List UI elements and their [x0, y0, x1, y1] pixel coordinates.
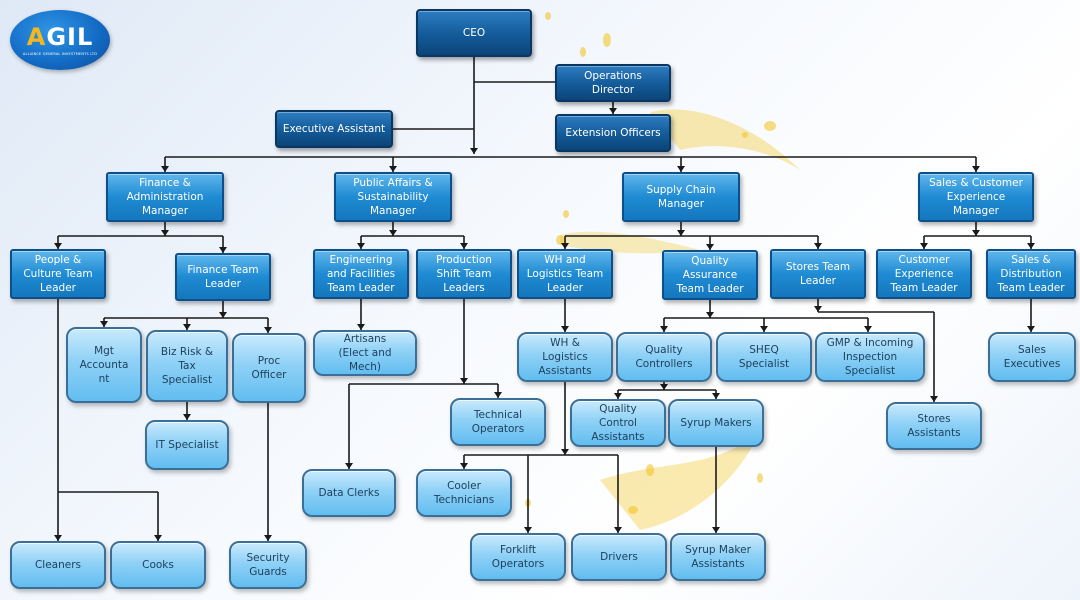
node-stores-assistants: Stores Assistants [886, 402, 982, 450]
node-wh-logistics-tl: WH and Logistics Team Leader [517, 249, 613, 299]
arrowhead [706, 312, 714, 318]
arrowhead [389, 230, 397, 236]
node-drivers: Drivers [571, 533, 667, 581]
node-ops-director: Operations Director [555, 64, 671, 102]
arrowhead [561, 449, 569, 455]
node-production-shift-tl: Production Shift Team Leaders [416, 249, 512, 299]
node-sales-executives: Sales Executives [988, 332, 1076, 382]
node-eng-facilities-tl: Engineering and Facilities Team Leader [313, 249, 409, 299]
arrowhead [972, 230, 980, 236]
node-sheq-specialist: SHEQ Specialist [716, 332, 812, 382]
node-cleaners: Cleaners [10, 541, 106, 589]
arrowhead [814, 306, 822, 312]
node-people-culture-tl: People & Culture Team Leader [10, 249, 106, 299]
node-finance-admin-mgr: Finance & Administration Manager [106, 172, 224, 222]
node-artisans: Artisans (Elect and Mech) [313, 330, 417, 376]
node-public-affairs-mgr: Public Affairs & Sustainability Manager [334, 172, 452, 222]
node-mgt-accountant: Mgt Accounta nt [66, 327, 142, 403]
arrowhead [219, 312, 227, 318]
node-proc-officer: Proc Officer [232, 333, 306, 403]
node-syrup-maker-assistants: Syrup Maker Assistants [670, 533, 766, 581]
node-it-specialist: IT Specialist [145, 420, 229, 470]
node-sales-distribution-tl: Sales & Distribution Team Leader [986, 249, 1076, 299]
node-customer-experience-tl: Customer Experience Team Leader [876, 249, 972, 299]
node-syrup-makers: Syrup Makers [668, 399, 764, 447]
arrowhead [161, 230, 169, 236]
arrowhead [660, 384, 668, 390]
node-sales-cx-mgr: Sales & Customer Experience Manager [918, 172, 1034, 222]
node-finance-tl: Finance Team Leader [175, 253, 271, 301]
node-extension-officers: Extension Officers [555, 114, 671, 152]
node-forklift-operators: Forklift Operators [470, 533, 566, 581]
node-quality-control-assistants: Quality Control Assistants [570, 399, 666, 447]
node-biz-risk-tax: Biz Risk & Tax Specialist [146, 330, 228, 402]
node-wh-logistics-assistants: WH & Logistics Assistants [517, 332, 613, 382]
node-data-clerks: Data Clerks [302, 469, 396, 517]
node-security-guards: Security Guards [229, 541, 307, 589]
node-cooler-technicians: Cooler Technicians [416, 469, 512, 517]
node-quality-assurance-tl: Quality Assurance Team Leader [662, 250, 758, 300]
node-stores-tl: Stores Team Leader [770, 249, 866, 299]
arrowhead [677, 230, 685, 236]
node-gmp-incoming-inspection: GMP & Incoming Inspection Specialist [815, 332, 925, 382]
agil-logo: AGIL ALLIANCE GENERAL INVESTMENTS LTD [10, 10, 110, 70]
node-ceo: CEO [416, 9, 532, 57]
node-supply-chain-mgr: Supply Chain Manager [622, 172, 740, 222]
node-exec-assistant: Executive Assistant [275, 110, 393, 148]
node-technical-operators: Technical Operators [450, 398, 546, 446]
arrowhead [460, 378, 468, 384]
node-cooks: Cooks [110, 541, 206, 589]
node-quality-controllers: Quality Controllers [616, 332, 712, 382]
arrowhead [470, 148, 478, 154]
